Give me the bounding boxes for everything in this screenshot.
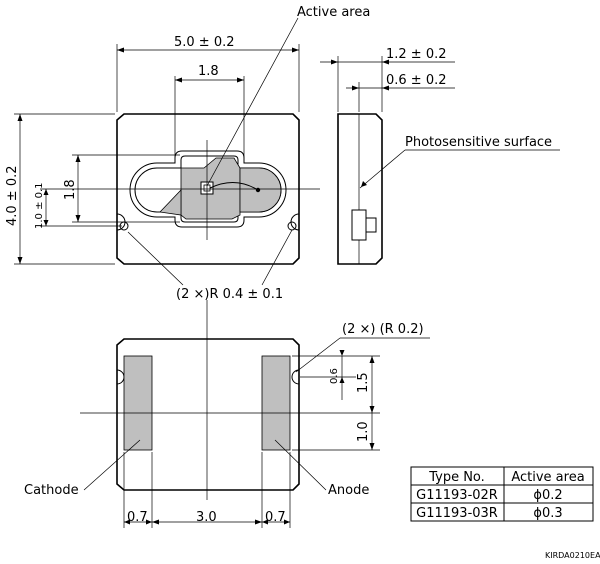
active-area-label: Active area [297, 5, 370, 20]
bottom-15-dim: 1.5 [356, 372, 371, 393]
bottom-dimensions [83, 337, 430, 528]
top-view [80, 113, 320, 265]
window-width-dim: 1.8 [198, 64, 219, 79]
radius-bottom-label: (2 ×) (R 0.2) [342, 322, 424, 337]
top-dimensions [14, 44, 300, 265]
anode-label: Anode [328, 483, 369, 498]
pad-offset-dim: 1.0 ± 0.1 [34, 182, 45, 229]
table-header-type: Type No. [428, 470, 485, 485]
height-total-dim: 4.0 ± 0.2 [5, 165, 20, 226]
pad-gap-dim: 3.0 [196, 510, 217, 525]
bottom-06-dim: 0.6 [329, 368, 340, 384]
pad-width-right-dim: 0.7 [265, 510, 286, 525]
window-height-dim: 1.8 [63, 179, 78, 200]
cathode-label: Cathode [24, 483, 79, 498]
table-header-area: Active area [511, 470, 584, 485]
table-cell-type: G11193-03R [416, 506, 498, 521]
table-cell-area: ϕ0.3 [533, 506, 562, 521]
table-cell-type: G11193-02R [416, 488, 498, 503]
drawing-code: KIRDA0210EA [545, 551, 600, 560]
bottom-10-dim: 1.0 [356, 421, 371, 442]
width-total-dim: 5.0 ± 0.2 [174, 35, 235, 50]
pad-width-left-dim: 0.7 [127, 510, 148, 525]
side-view [320, 56, 560, 265]
side-inner-dim: 0.6 ± 0.2 [386, 73, 447, 88]
type-table: Type No. Active area G11193-02R ϕ0.2 G11… [410, 466, 594, 522]
table-cell-area: ϕ0.2 [533, 488, 562, 503]
bottom-view [80, 300, 380, 500]
radius-top-label: (2 ×)R 0.4 ± 0.1 [176, 287, 283, 302]
side-total-dim: 1.2 ± 0.2 [386, 47, 447, 62]
photosensitive-surface-label: Photosensitive surface [405, 135, 552, 150]
